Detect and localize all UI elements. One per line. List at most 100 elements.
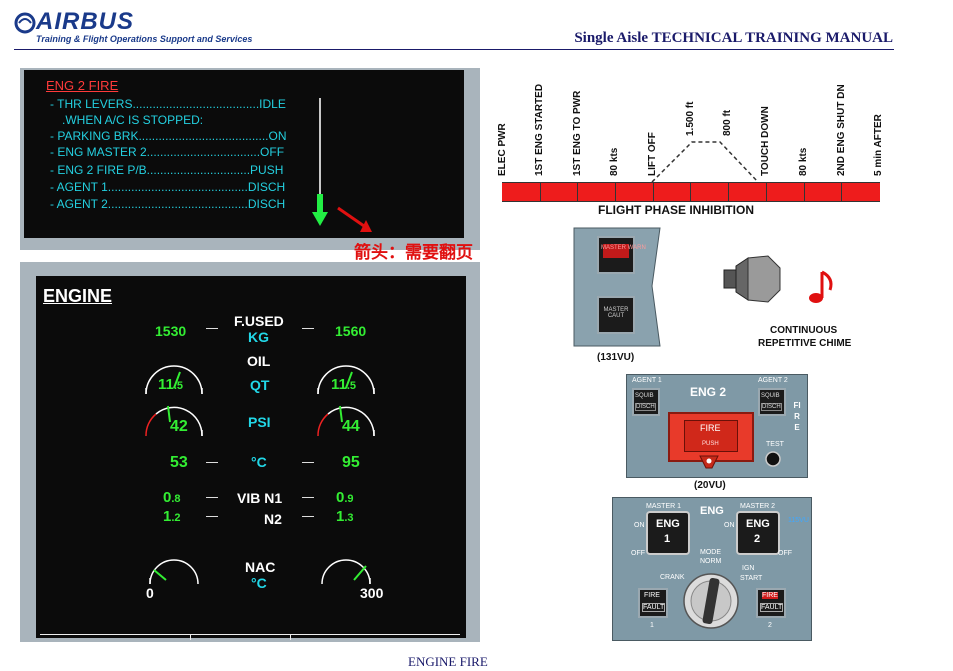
eng-master-1-num: 1: [664, 533, 671, 545]
red-pointer-arrow-icon: [337, 206, 372, 232]
agent2-label: AGENT 2: [758, 377, 788, 384]
ewd-line-6: - AGENT 1...............................…: [50, 180, 286, 194]
ign-label: IGN: [742, 565, 755, 572]
test-button[interactable]: [765, 451, 781, 467]
vib-n1-label: VIB N1: [237, 490, 283, 506]
eng1-fire-fault-light: FIRE FAULT: [638, 588, 668, 618]
sd-bottom-tick: [290, 634, 291, 640]
panel-131vu-caption: (131VU): [597, 352, 635, 363]
dash: [206, 497, 218, 498]
master2-on-label: ON: [724, 522, 735, 529]
manual-title: Single Aisle TECHNICAL TRAINING MANUAL: [574, 30, 893, 46]
phase-label-11: 5 min AFTER: [873, 114, 884, 176]
agent1-button[interactable]: SQUIB DISCH: [632, 388, 660, 416]
master-caut-text: MASTER CAUT: [603, 307, 629, 319]
eng2-fire-text: FIRE: [762, 592, 778, 599]
ewd-screen: [24, 70, 464, 238]
oil-qty-gauge-right: [317, 365, 375, 395]
vib-n1-right-value: 0.9: [336, 489, 354, 506]
side-fire-text: FIRE: [793, 401, 801, 432]
green-down-arrow-icon[interactable]: [312, 194, 328, 228]
fire-pb-guard-tab: [699, 455, 719, 469]
master1-off-label: OFF: [631, 550, 645, 557]
oil-qty-unit: QT: [250, 377, 270, 393]
fused-label: F.USED: [234, 313, 284, 329]
logo-subtitle: Training & Flight Operations Support and…: [36, 34, 253, 44]
test-label: TEST: [766, 441, 784, 448]
eng2-num-label: 2: [768, 622, 772, 629]
phase-label-6: 1.500 ft: [685, 101, 696, 136]
master2-off-label: OFF: [778, 550, 792, 557]
master1-on-label: ON: [634, 522, 645, 529]
panel-vu-label: 115VU: [788, 517, 809, 524]
dash: [302, 462, 314, 463]
dash: [206, 328, 218, 329]
nac-unit: °C: [251, 575, 267, 591]
eng1-fire-text: FIRE: [644, 592, 660, 599]
oil-temp-right-value: 95: [342, 454, 360, 471]
ewd-line-7: - AGENT 2...............................…: [50, 197, 286, 211]
musical-note-icon: [809, 270, 833, 303]
phase-label-3: 1ST ENG TO PWR: [572, 90, 583, 176]
oil-temp-left-value: 53: [170, 454, 188, 471]
norm-label: NORM: [700, 558, 722, 565]
oil-press-unit: PSI: [248, 414, 271, 430]
oil-qty-gauge-left: [145, 365, 203, 395]
eng1-num-label: 1: [650, 622, 654, 629]
vib-n2-left-value: 1.2: [163, 508, 181, 525]
flight-phase-inhibition-label: FLIGHT PHASE INHIBITION: [598, 203, 754, 217]
eng-master-2-switch[interactable]: ENG 2: [736, 511, 780, 555]
nac-scale-max: 300: [360, 585, 384, 601]
page-footer-title: ENGINE FIRE: [408, 654, 488, 669]
nac-scale-min: 0: [146, 585, 154, 601]
start-label: START: [740, 575, 763, 582]
dash: [302, 497, 314, 498]
agent2-squib: SQUIB: [761, 393, 780, 399]
chime-line-2: REPETITIVE CHIME: [758, 338, 852, 349]
vib-n1-left-value: 0.8: [163, 489, 181, 506]
oil-press-left-value: 42: [170, 418, 188, 435]
oil-press-gauge-left: [145, 405, 203, 437]
logo-text: AIRBUS: [36, 8, 135, 35]
sd-bottom-tick: [190, 634, 191, 640]
phase-label-1: ELEC PWR: [497, 123, 508, 176]
fused-unit: KG: [248, 329, 269, 345]
loudspeaker-icon: [723, 255, 781, 303]
master-caut-button[interactable]: MASTER CAUT: [597, 296, 635, 334]
phase-label-8: TOUCH DOWN: [760, 106, 771, 176]
nac-temp-gauge-right: [321, 559, 371, 585]
master-warn-button[interactable]: MASTER WARN: [597, 236, 646, 274]
mode-label: MODE: [700, 549, 721, 556]
ewd-line-4: - ENG MASTER 2..........................…: [50, 145, 285, 159]
crank-label: CRANK: [660, 574, 685, 581]
oil-temp-unit: °C: [251, 454, 267, 470]
phase-label-4: 80 kts: [609, 147, 620, 176]
agent2-button[interactable]: SQUIB DISCH: [758, 388, 786, 416]
master-warn-light: [603, 244, 629, 258]
eng1-fault-text: FAULT: [642, 603, 666, 612]
flight-profile-curve: [651, 141, 759, 183]
eng-master-1-switch[interactable]: ENG 1: [646, 511, 690, 555]
agent1-disch: DISCH: [635, 403, 656, 411]
vib-n2-label: N2: [264, 511, 282, 527]
master2-label: MASTER 2: [740, 503, 776, 510]
sd-bottom-line: [40, 634, 460, 635]
agent1-label: AGENT 1: [632, 377, 662, 384]
oil-press-right-value: 44: [342, 418, 360, 435]
panel-20vu-caption: (20VU): [694, 480, 726, 491]
ewd-scroll-track: [319, 98, 321, 198]
mode-selector-knob[interactable]: [682, 572, 740, 630]
agent1-squib: SQUIB: [635, 393, 654, 399]
agent2-disch: DISCH: [761, 403, 782, 411]
ewd-line-5: - ENG 2 FIRE P/B........................…: [50, 163, 284, 177]
airbus-emblem-icon: [14, 12, 36, 34]
master-warn-text: MASTER WARN: [601, 245, 646, 251]
oil-qty-right-value: 11.5: [331, 376, 357, 393]
ewd-line-2: .WHEN A/C IS STOPPED:: [62, 113, 204, 127]
dash: [206, 516, 218, 517]
chime-line-1: CONTINUOUS: [770, 325, 838, 336]
header-divider: [14, 49, 894, 50]
eng2-fire-pushbutton[interactable]: FIRE PUSH: [668, 412, 754, 462]
eng-master-1-text: ENG: [656, 518, 680, 530]
eng-master-2-text: ENG: [746, 518, 770, 530]
